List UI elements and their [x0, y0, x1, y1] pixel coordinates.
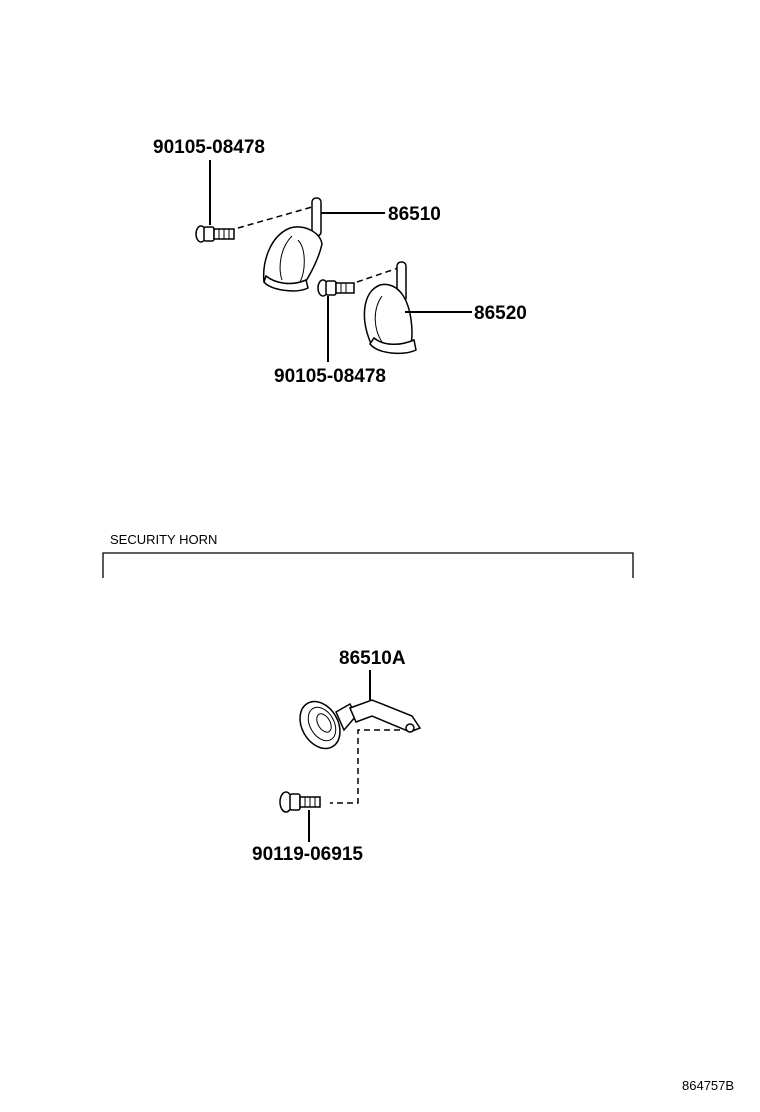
dashed-line-bolt-to-86510A [330, 729, 400, 804]
label-86510A[interactable]: 86510A [339, 648, 406, 669]
horn-icon[interactable] [262, 197, 323, 292]
label-86510[interactable]: 86510 [388, 204, 441, 225]
label-bolt-top[interactable]: 90105-08478 [153, 137, 265, 158]
section-bracket [102, 552, 634, 578]
section-title: SECURITY HORN [110, 532, 217, 547]
label-bolt-mid[interactable]: 90105-08478 [274, 366, 386, 387]
security-horn-icon[interactable] [292, 694, 422, 755]
horn-icon[interactable] [363, 261, 417, 355]
dashed-line-bolt-to-86520 [356, 267, 399, 283]
label-86520[interactable]: 86520 [474, 303, 527, 324]
bolt-icon[interactable] [279, 791, 321, 813]
label-bolt-security[interactable]: 90119-06915 [252, 844, 363, 865]
dashed-line-bolt-to-86510 [237, 206, 313, 229]
bolt-icon[interactable] [195, 225, 235, 243]
bolt-icon[interactable] [317, 279, 355, 297]
figure-code: 864757B [682, 1078, 734, 1093]
